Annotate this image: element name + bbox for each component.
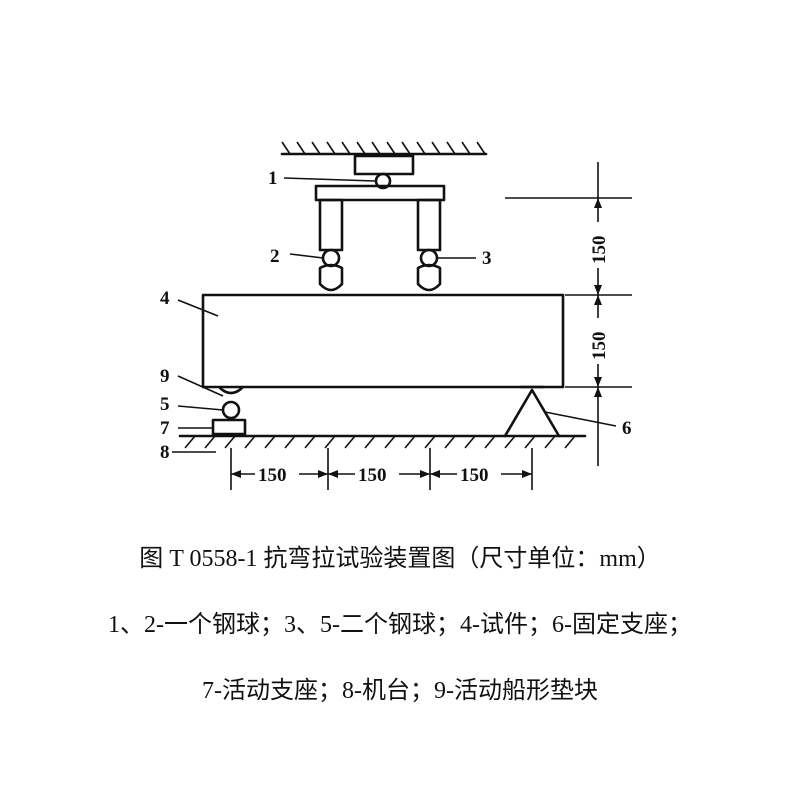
label-9: 9 [160,366,170,387]
dim-bottom-3: 150 [460,465,489,486]
steel-ball-5 [221,400,241,420]
rocker-pad-9 [218,386,244,395]
movable-base-7 [211,418,247,436]
top-machine-head [280,141,488,176]
label-7: 7 [160,418,170,439]
legend-line-2: 7-活动支座；8-机台；9-活动船形垫块 [202,678,598,704]
dim-bottom-1: 150 [258,465,287,486]
specimen-beam [201,293,565,389]
bottom-dimension-chain [230,448,533,490]
leader-lines [172,177,617,453]
dim-right-upper: 150 [589,236,610,265]
flexural-test-apparatus-diagram: 1 2 3 4 9 5 7 8 6 150 150 150 1 [160,141,632,490]
label-8: 8 [160,442,170,463]
label-4: 4 [160,288,170,309]
label-6: 6 [622,418,632,439]
dim-bottom-2: 150 [358,465,387,486]
right-dimension-chain [505,162,632,466]
dim-right-lower: 150 [589,332,610,361]
steel-ball-1 [374,172,392,190]
loading-points [318,248,442,292]
label-2: 2 [270,246,280,267]
load-distribution-frame [314,172,446,252]
steel-ball-3 [419,248,439,268]
figure-caption: 图 T 0558-1 抗弯拉试验装置图（尺寸单位：mm） [139,546,661,572]
label-3: 3 [482,248,492,269]
label-5: 5 [160,394,170,415]
label-1: 1 [268,168,278,189]
steel-ball-2 [321,248,341,268]
movable-support [211,386,247,436]
fixed-support-6 [503,385,561,438]
legend-line-1: 1、2-一个钢球；3、5-二个钢球；4-试件；6-固定支座； [108,612,692,638]
machine-base [178,434,587,449]
